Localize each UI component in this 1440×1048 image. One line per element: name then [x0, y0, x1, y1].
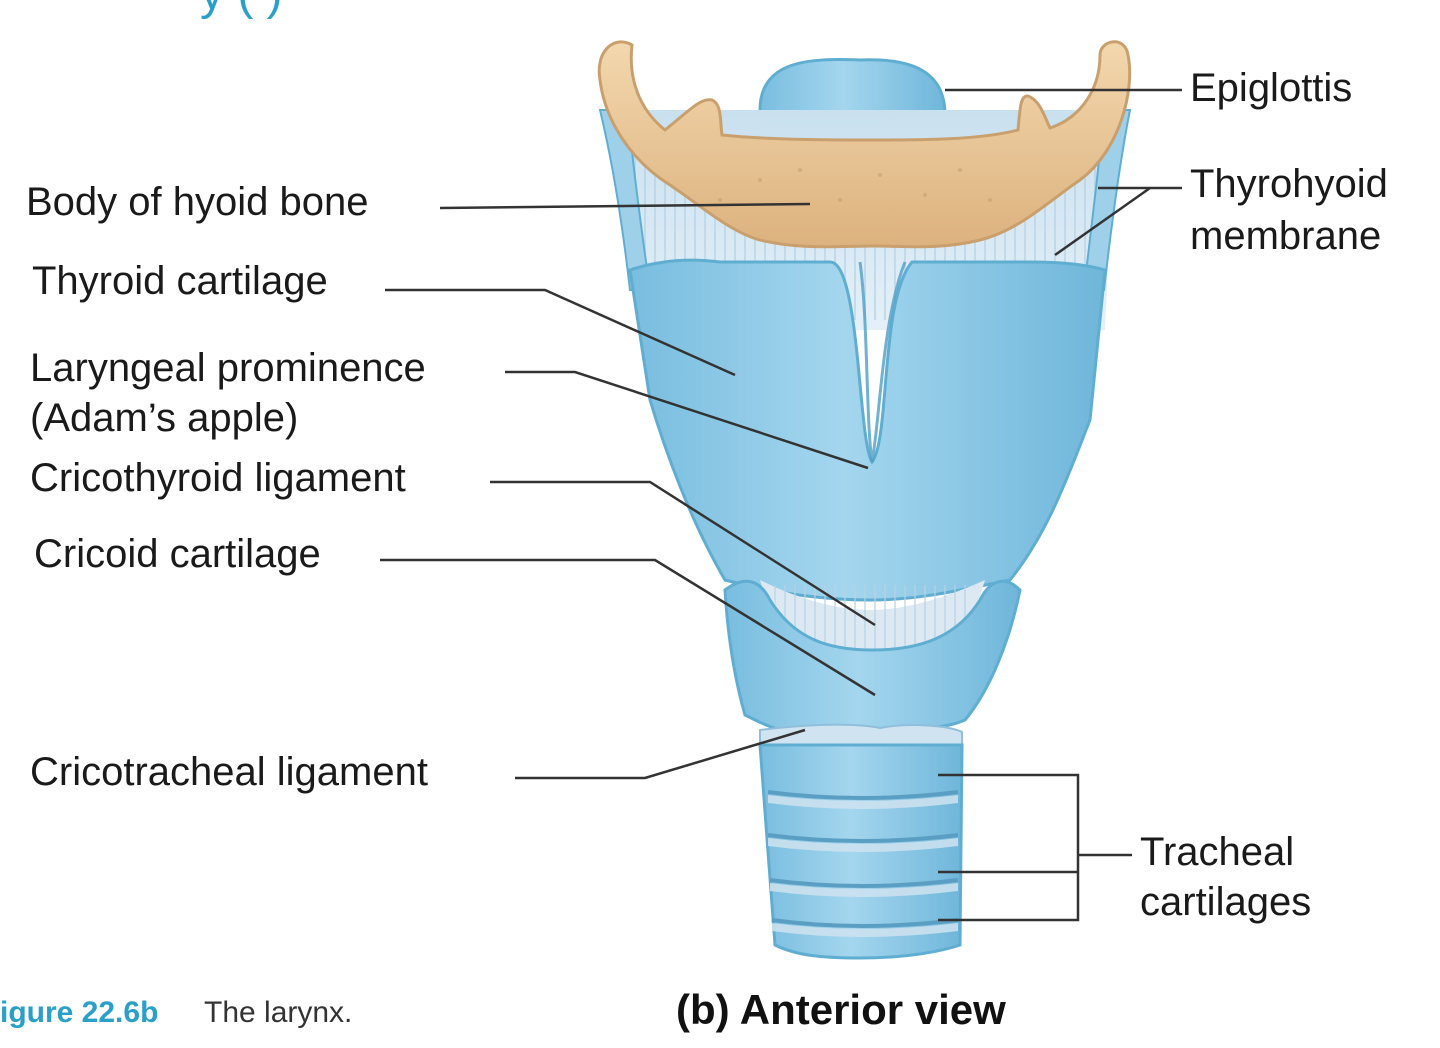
- label-thyrohyoid-line1: Thyrohyoid: [1190, 162, 1388, 206]
- cricoid-cartilage-shape: [723, 579, 1022, 739]
- label-tracheal-line1: Tracheal: [1140, 830, 1295, 874]
- label-cricoid-cartilage: Cricoid cartilage: [34, 532, 321, 576]
- figure-header-fragment: y ( ): [200, 0, 283, 21]
- leader-cricoid: [380, 558, 876, 697]
- hyoid-bone-shape: [597, 40, 1132, 249]
- leader-laryngeal: [505, 370, 869, 470]
- figure-title: The larynx.: [204, 996, 353, 1029]
- label-hyoid-bone: Body of hyoid bone: [26, 180, 369, 224]
- leader-hyoid: [439, 202, 811, 210]
- leader-cricotracheal: [515, 728, 806, 780]
- figure-number: igure 22.6b: [0, 996, 159, 1029]
- view-caption: (b) Anterior view: [676, 986, 1006, 1033]
- label-tracheal-line2: cartilages: [1140, 880, 1312, 924]
- leader-lines: [380, 88, 1182, 922]
- label-thyrohyoid-line2: membrane: [1190, 214, 1382, 258]
- cricotracheal-ligament-shape: [759, 723, 963, 749]
- label-laryngeal-prominence-line1: Laryngeal prominence: [30, 346, 426, 390]
- leader-thyroid: [385, 288, 736, 377]
- label-cricotracheal-ligament: Cricotracheal ligament: [30, 750, 428, 794]
- tracheal-rings: [767, 790, 959, 928]
- leader-cricothyroid: [490, 480, 876, 627]
- label-cricothyroid-ligament: Cricothyroid ligament: [30, 456, 406, 500]
- label-epiglottis: Epiglottis: [1190, 66, 1353, 110]
- leader-tracheal-bracket: [938, 773, 1080, 922]
- label-thyroid-cartilage: Thyroid cartilage: [32, 259, 328, 303]
- label-laryngeal-prominence-line2: (Adam’s apple): [30, 396, 299, 440]
